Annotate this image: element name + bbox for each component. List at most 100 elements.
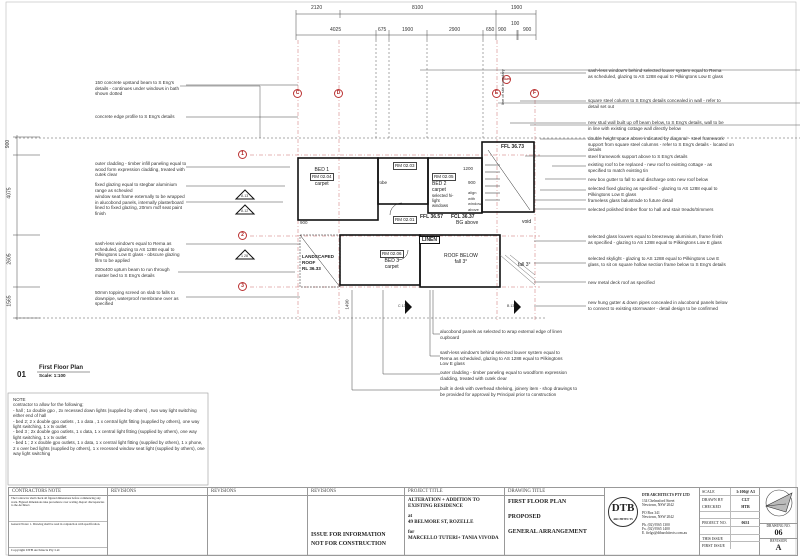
firm-phone: Ph. (02) 9565 1300 [642, 523, 670, 528]
annotation-right: selected polished timber floor to hall a… [588, 207, 714, 212]
annotation-bottom: sash-less window's behind selected louve… [440, 350, 563, 367]
annotation-right: existing roof to be replaced - new roof … [588, 162, 713, 173]
firm-name: DTB ARCHITECTS PTY LTD [642, 493, 690, 497]
notes-item: - bed 1 ; 2 x double gpo outlets, 1 x da… [13, 440, 205, 457]
dim-row2-5: 650 [486, 27, 495, 33]
firm-logo: DTB ARCHITECTS [608, 497, 638, 527]
issue-line-1: ISSUE FOR INFORMATION [311, 532, 386, 538]
roof-below-label: ROOF BELOW fall 3° [444, 253, 478, 265]
room-tag: RM 02.06 [380, 250, 404, 258]
dim-row2-7: 100 [511, 21, 520, 27]
annotation-right: frameless glass balustrade to future det… [588, 198, 674, 203]
building-walls [297, 141, 535, 288]
roof-fall: fall 3° [454, 259, 468, 265]
revisions-cell: REVISIONS [108, 487, 208, 556]
roof-fall-2: fall 3° [518, 262, 531, 268]
issue-line-2: NOT FOR CONSTRUCTION [311, 541, 386, 547]
annotation-left: 50mm topping screed on slab to falls to … [95, 290, 179, 307]
annotation-left: fixed glazing equal to stegbar aluminium… [95, 182, 177, 193]
stair-treads [485, 164, 500, 201]
view-title: First Floor Plan [39, 365, 84, 371]
notes-item: - bed 2; 2 x double gpo outlets , 1 x da… [13, 418, 200, 430]
section-marker-a12: A 12 [241, 209, 249, 213]
firm-logo-text: DTB [611, 502, 635, 514]
north-arrow-icon [765, 489, 793, 517]
dim-left-4: 1565 [6, 295, 13, 307]
drawing-title-cell: DRAWING TITLE FIRST FLOOR PLAN PROPOSED … [505, 487, 605, 556]
revision-value: A [775, 543, 782, 552]
annotation-right: new stud wall built up off beam below, t… [588, 120, 724, 131]
view-number: 01 [17, 370, 26, 379]
landscaped-roof-name: LANDSCAPED ROOF [302, 254, 334, 265]
annotation-left: 150 concrete upstand beam to S Eng's det… [95, 80, 180, 97]
section-marker-b13: B 13 [507, 304, 515, 308]
revisions-label: REVISIONS [208, 488, 307, 496]
project-no-label: PROJECT NO. [700, 518, 730, 526]
first-issue-label: FIRST ISSUE [700, 541, 730, 549]
annotation-right: selected glass louvers equal to breezewa… [588, 234, 723, 245]
site-boundary-label: line of site boundary [500, 69, 505, 105]
drawn-by-label: DRAWN BY [702, 496, 724, 502]
fcl-label: FCL 36.37 [451, 214, 475, 220]
revisions-label: REVISIONS [108, 488, 207, 496]
firm-email: E. fielgs@dtbarchitects.com.au [642, 531, 688, 536]
dim-row2-6: 900 [498, 27, 507, 33]
annotation-left: concrete edge profile to S Eng's details [95, 114, 175, 119]
dim-top-1: 2120 [311, 5, 323, 11]
firm-address-1: 134 Chelmsford Street [642, 499, 675, 504]
linen-label: LINEN [419, 236, 440, 244]
dim-row2-2: 675 [378, 27, 387, 33]
room-bed1: BED 1 RM 02.04 carpet [310, 167, 334, 187]
grid-lines [250, 40, 540, 320]
checked-value: HTB [730, 503, 760, 511]
left-dimension-line [13, 135, 40, 320]
drawing-no-value: 06 [774, 528, 783, 537]
annotation-left: 300x400 upturn beam to run through maste… [95, 267, 170, 278]
annotation-right: selected fixed glazing as specified - gl… [588, 186, 718, 197]
view-scale: Scale: 1:100 [39, 373, 66, 378]
scale-label: SCALE [700, 488, 730, 496]
annotation-right: double height space above indicated by d… [588, 136, 734, 153]
room-tag: RM 02.04 [310, 173, 334, 181]
void-label: void [522, 219, 532, 225]
revisions-label: REVISIONS [308, 488, 404, 496]
room-bath-tag: RM 02.03 [393, 162, 417, 170]
grid-bubble-d: D [334, 89, 343, 98]
bg-above-label: BG above [456, 220, 479, 226]
checked-label: CHECKED [702, 504, 721, 510]
ffl-label: FFL 36.57 [420, 214, 443, 220]
bed2-align-note: align with window above [468, 190, 482, 212]
dim-detail-4: 1490 [344, 299, 350, 310]
drawing-no-label: DRAWING NO. [760, 523, 797, 528]
revisions-cell: REVISIONS ISSUE FOR INFORMATION NOT FOR … [308, 487, 405, 556]
contractors-note-text: The Contractor shall check all figured d… [9, 496, 107, 522]
annotation-bottom: built in desk with overhead shelving, jo… [440, 386, 578, 397]
grid-bubble-2: 2 [238, 231, 247, 240]
dim-row2-3: 1900 [402, 27, 414, 33]
annotation-bottom: outer cladding - timber paneling equal t… [440, 370, 567, 381]
room-name: BED 1 [314, 167, 329, 173]
issue-status: ISSUE FOR INFORMATION NOT FOR CONSTRUCTI… [311, 531, 386, 549]
drawing-title-1: FIRST FLOOR PLAN [508, 499, 567, 505]
room-finish: carpet [384, 264, 399, 270]
dim-row2-8: 900 [523, 27, 532, 33]
dim-top-3: 1900 [511, 5, 523, 11]
room-note: selected hi-light windows [432, 193, 454, 208]
section-marker-128: 1 28 [241, 254, 248, 258]
dim-detail-3: 900 [300, 220, 308, 225]
section-marker-shapes [234, 189, 521, 314]
leader-lines [178, 72, 586, 391]
dim-row2-1: 4025 [330, 27, 342, 33]
contractors-note-label: CONTRACTORS NOTE [9, 488, 107, 496]
notes-intro: contractor to allow for the following; [13, 402, 84, 408]
drawing-info-cell: SCALE 1:100@ A3 DRAWN BY CLT CHECKED HTB… [700, 487, 760, 556]
annotation-right: new metal deck roof as specified [588, 280, 655, 285]
notes-item: - hall ; 1x double gpo , 2x recessed dow… [13, 407, 197, 419]
firm-address-2: Newtown, NSW 2042 [642, 503, 674, 508]
this-issue-label: THIS ISSUE [700, 533, 730, 542]
robe-label: robe [378, 180, 388, 185]
annotation-left: outer cladding - timber infill paneling … [95, 161, 187, 178]
drawing-title-label: DRAWING TITLE [505, 488, 604, 496]
project-no-value: 0631 [730, 518, 760, 526]
room-finish: carpet [314, 181, 329, 187]
